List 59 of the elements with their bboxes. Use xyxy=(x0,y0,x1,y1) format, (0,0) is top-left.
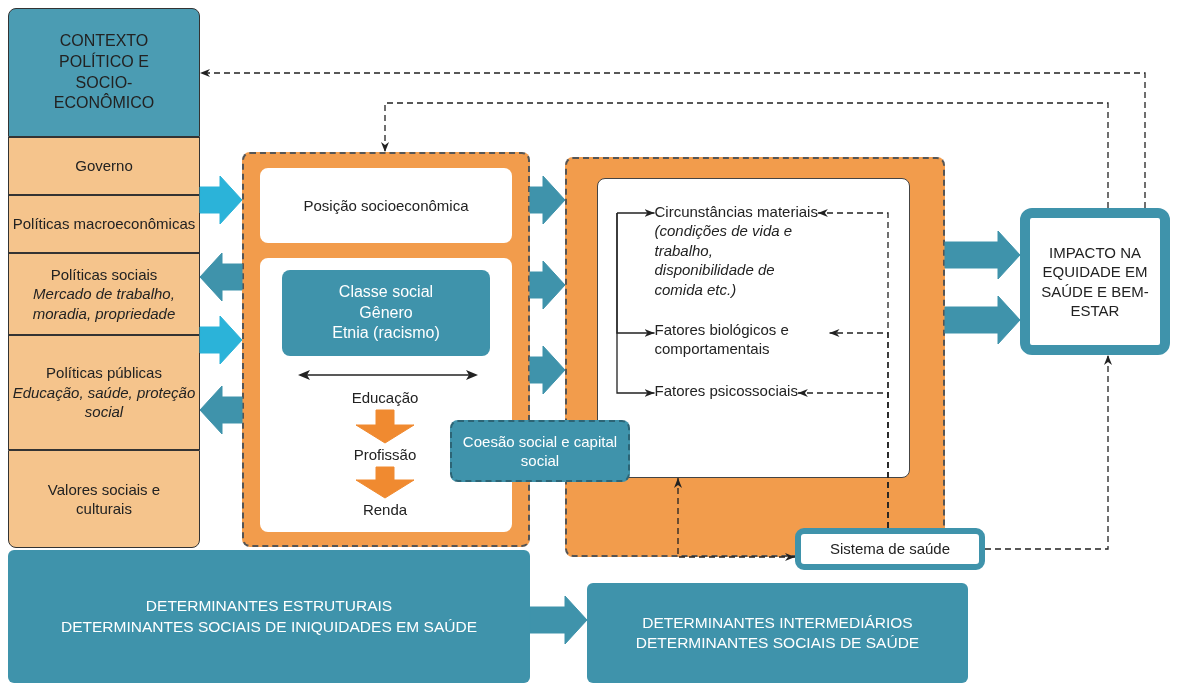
category-box xyxy=(8,137,200,195)
block-arrow xyxy=(199,315,243,365)
block-arrow xyxy=(529,260,566,310)
banner-box xyxy=(587,583,968,683)
dashed-arrow xyxy=(381,102,1109,209)
subtext-label: Etnia (racismo) xyxy=(332,323,440,344)
dashed-arrow xyxy=(984,354,1112,550)
text-label: Circunstâncias materiais xyxy=(654,201,818,221)
text-label: Políticas macroeconômicas xyxy=(12,214,196,234)
text-label: Políticas sociais xyxy=(50,264,158,285)
text-label: Educação xyxy=(330,386,440,410)
text-label: Posição socioeconômica xyxy=(303,195,469,216)
text-label: Governo xyxy=(75,156,133,176)
arrow xyxy=(616,212,656,397)
block-arrow xyxy=(199,385,243,435)
subtext-label: Gênero xyxy=(359,302,413,323)
category-box xyxy=(8,335,200,450)
dashed-arrow xyxy=(797,389,889,529)
subtext-label: DETERMINANTES SOCIAIS DE INIQUIDADES EM SAÚDE xyxy=(61,616,477,637)
banner-box xyxy=(8,550,530,683)
text-label: Profissão xyxy=(330,443,440,467)
text-label: CONTEXTO POLÍTICO E SOCIO-ECONÔMICO xyxy=(52,30,156,114)
inner-panel xyxy=(260,258,512,532)
process-box xyxy=(450,420,630,482)
process-box xyxy=(282,270,490,356)
text-label: Fatores psicossociais xyxy=(654,380,798,405)
text-label: Fatores biológicos e comportamentais xyxy=(654,319,830,362)
outcome-box xyxy=(1020,208,1170,355)
text-label: Classe social xyxy=(338,281,434,302)
subtext-label: (condições de vida e trabalho, disponibilidade de comida etc.) xyxy=(654,221,794,299)
block-arrow xyxy=(944,230,1021,280)
category-box xyxy=(8,195,200,253)
category-box xyxy=(8,450,200,548)
block-arrow xyxy=(944,295,1021,345)
block-arrow xyxy=(355,409,415,444)
block-arrow xyxy=(355,466,415,499)
block-arrow xyxy=(199,175,243,225)
text-label: Políticas públicas xyxy=(46,363,162,383)
process-box xyxy=(260,168,512,243)
subtext-label: Mercado de trabalho, moradia, propriedade xyxy=(31,284,177,324)
text-label: DETERMINANTES INTERMEDIÁRIOS xyxy=(642,612,913,633)
subtext-label: Educação, saúde, proteção social xyxy=(11,382,197,422)
block-arrow xyxy=(529,175,566,225)
block-arrow xyxy=(529,595,588,645)
subtext-label: DETERMINANTES SOCIAIS DE SAÚDE xyxy=(635,633,920,653)
dashed-arrow xyxy=(199,69,1146,209)
arrow xyxy=(616,209,656,217)
text-label: Coesão social e capital social xyxy=(461,431,619,471)
text-label: Renda xyxy=(330,498,440,522)
text-label: Valores sociais e culturais xyxy=(46,479,162,519)
block-arrow xyxy=(199,252,243,302)
category-box xyxy=(8,253,200,335)
process-box xyxy=(795,528,985,570)
text-label: DETERMINANTES ESTRUTURAIS xyxy=(145,596,393,617)
text-label: Sistema de saúde xyxy=(829,539,951,559)
block-arrow xyxy=(529,345,566,395)
text-label: IMPACTO NA EQUIDADE EM SAÚDE E BEM-ESTAR xyxy=(1040,242,1150,321)
dashed-arrow xyxy=(674,477,796,561)
header-box xyxy=(8,8,200,137)
